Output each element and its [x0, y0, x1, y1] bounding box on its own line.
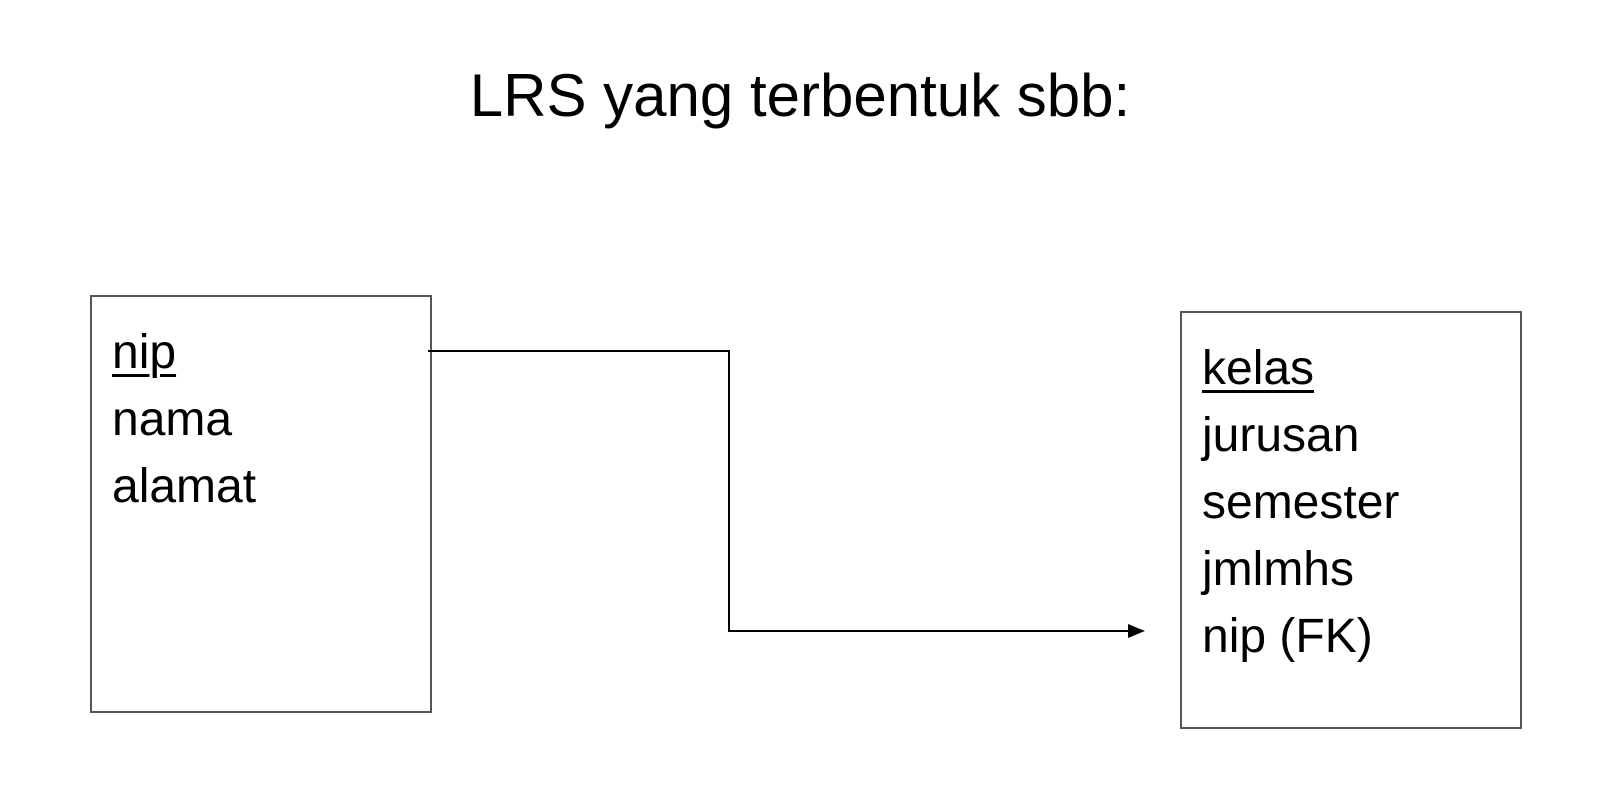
attribute: jmlmhs [1202, 543, 1354, 596]
attribute: alamat [112, 460, 257, 513]
diagram-title: LRS yang terbentuk sbb: [469, 62, 1131, 129]
arrowhead-icon [1128, 624, 1145, 638]
entity-box-right: kelas jurusan semester jmlmhs nip (FK) [1180, 311, 1522, 729]
attribute: nama [112, 393, 233, 446]
attribute-foreign-key: nip (FK) [1202, 610, 1373, 663]
attribute-primary-key: kelas [1202, 342, 1315, 395]
attribute: jurusan [1202, 409, 1360, 462]
attribute-list: nip nama alamat [112, 319, 256, 520]
attribute: semester [1202, 476, 1400, 529]
attribute-list: kelas jurusan semester jmlmhs nip (FK) [1202, 335, 1399, 670]
connector-line [428, 350, 1132, 632]
entity-box-left: nip nama alamat [90, 295, 432, 713]
attribute-primary-key: nip [112, 326, 177, 379]
